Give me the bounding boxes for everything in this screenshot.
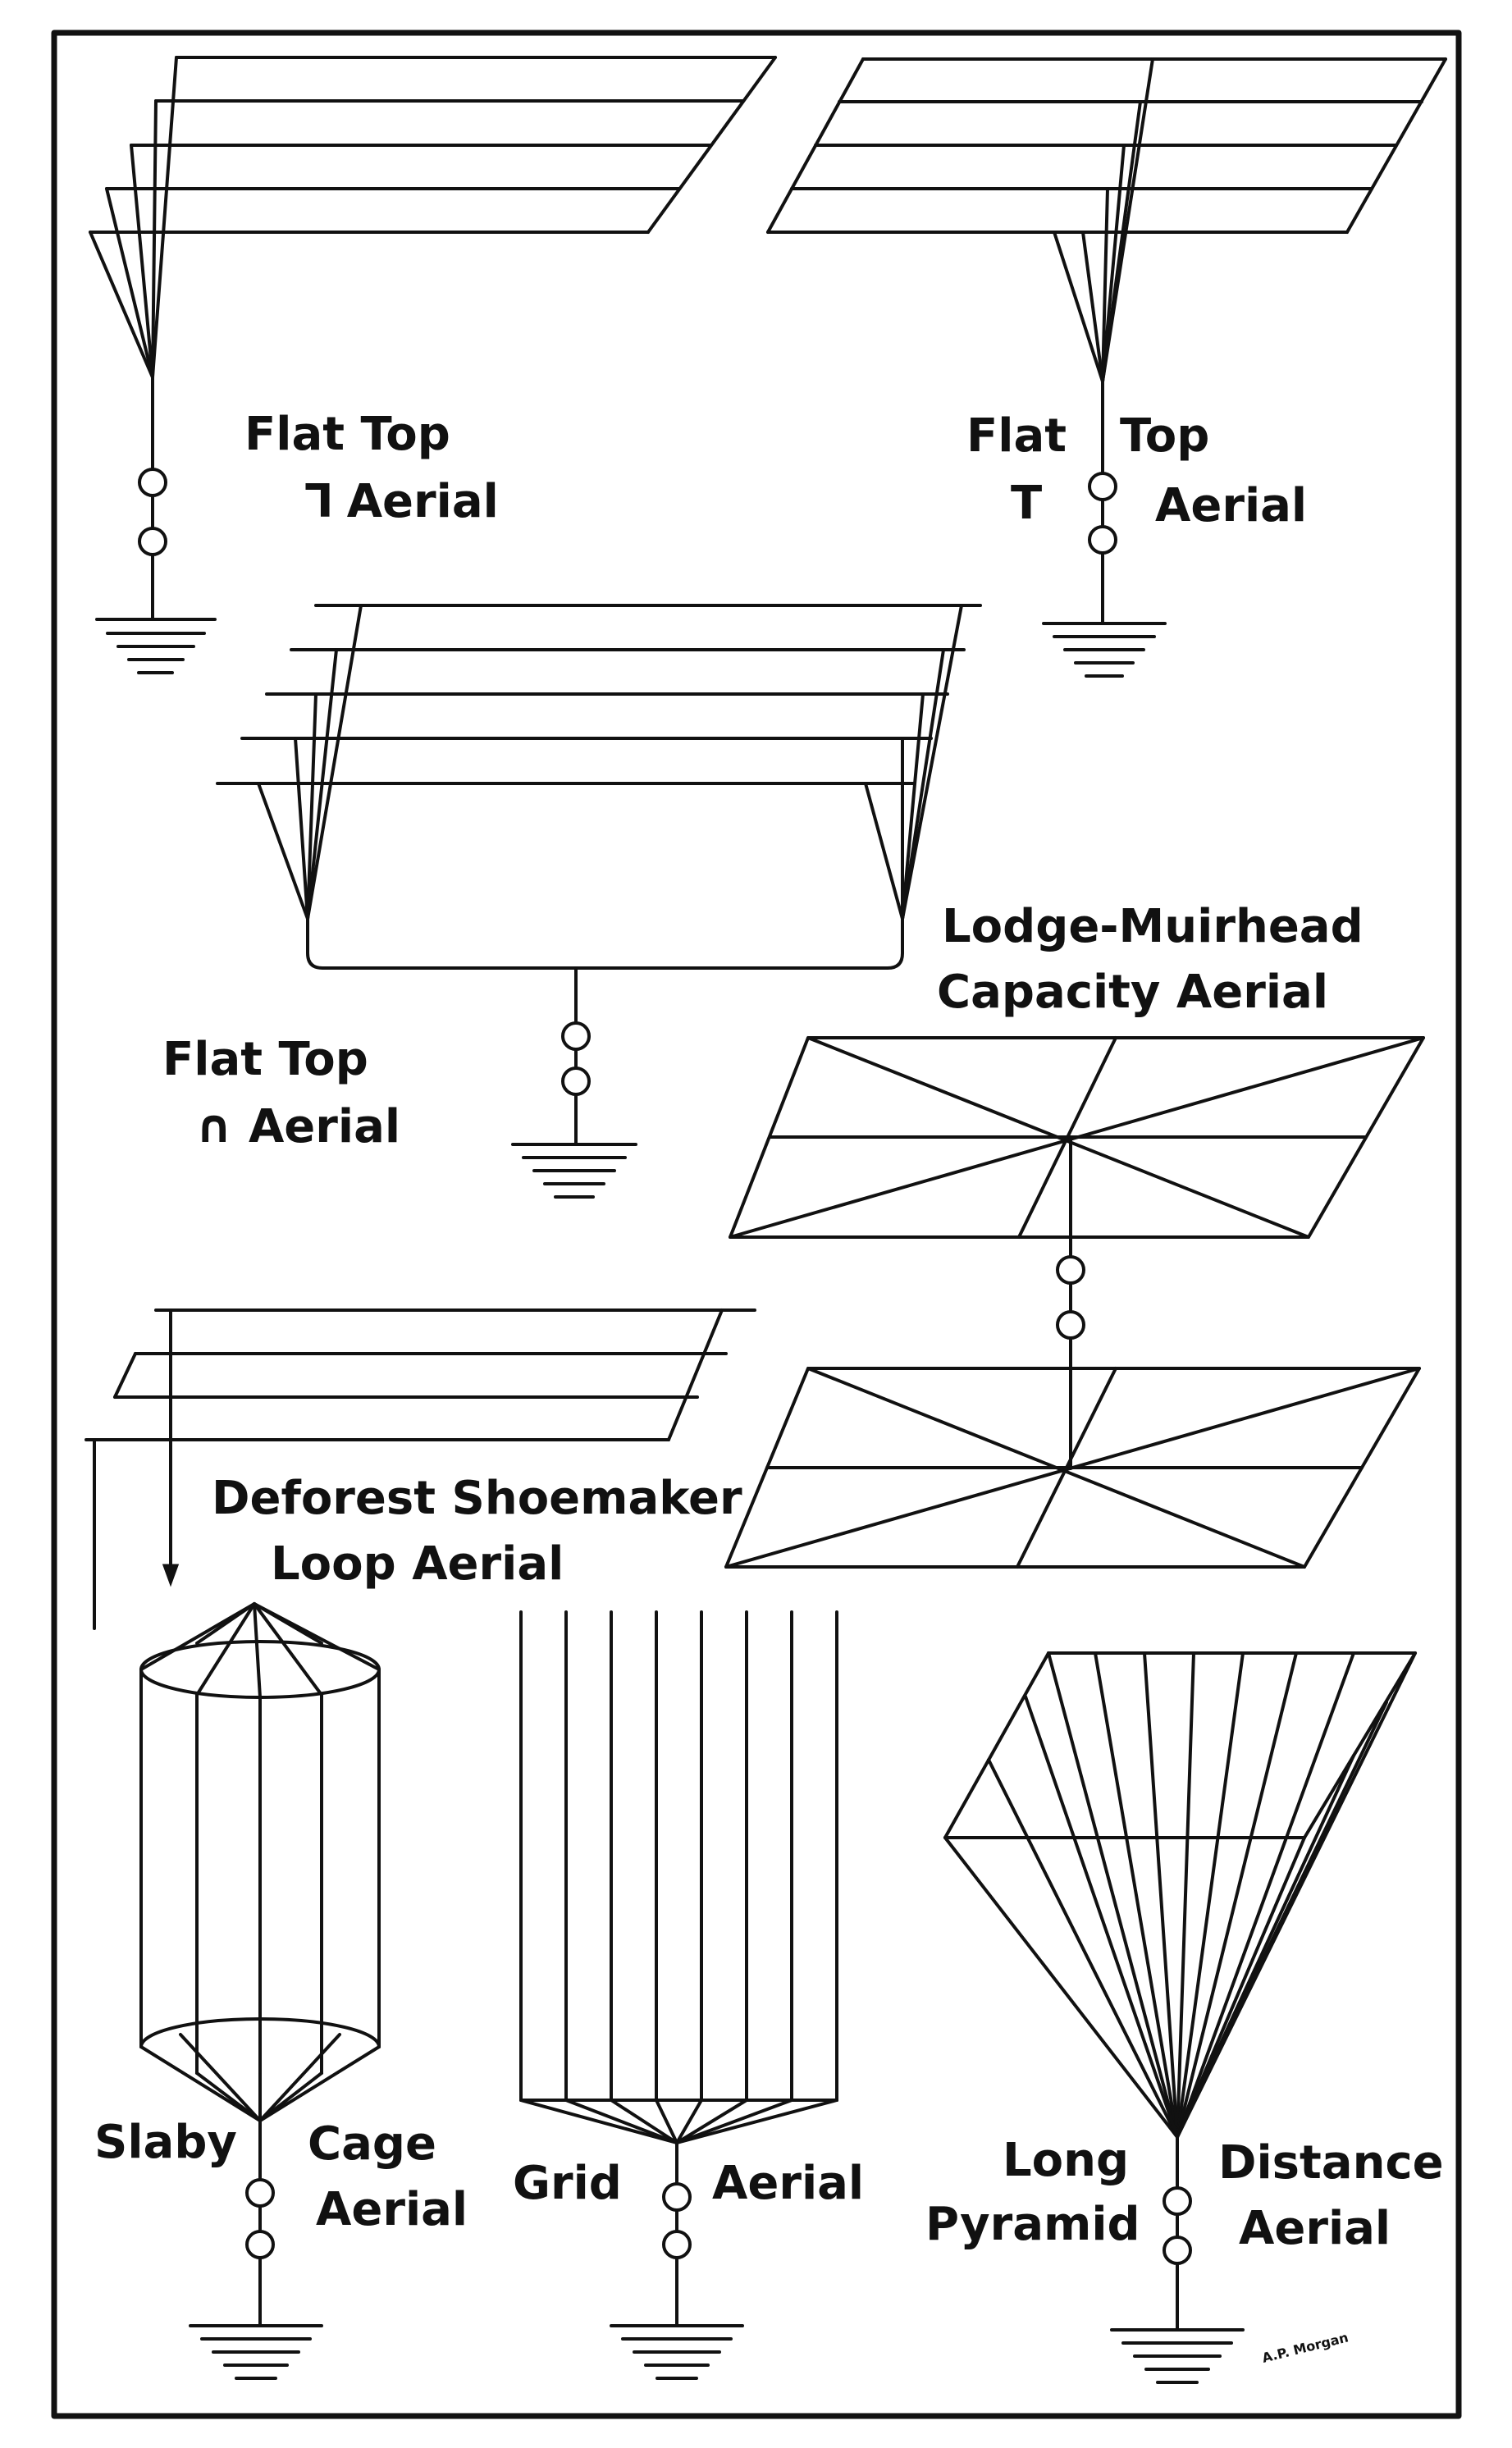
flat-top-t-label-top: Top: [1120, 409, 1209, 463]
long-distance-pyramid-aerial-drawing: [943, 1651, 1417, 2384]
lodge-muirhead-label-line2: Capacity Aerial: [937, 966, 1328, 1019]
deforest-shoemaker-label-line2: Loop Aerial: [271, 1537, 564, 1591]
lodge-muirhead-aerial-drawing: [724, 1036, 1425, 1569]
flat-top-gamma-aerial-drawing: [89, 56, 777, 674]
lodge-muirhead-label-line1: Lodge-Muirhead: [942, 900, 1364, 953]
pyramid-label-pyramid: Pyramid: [925, 2198, 1140, 2251]
pyramid-label-long: Long: [1003, 2134, 1129, 2187]
deforest-shoemaker-label-line1: Deforest Shoemaker: [212, 1472, 742, 1525]
slaby-cage-label-aerial: Aerial: [316, 2183, 468, 2236]
flat-top-t-label-t: T: [1011, 477, 1042, 530]
slaby-cage-aerial-drawing: [139, 1602, 381, 2380]
outer-frame: [51, 30, 1462, 2419]
artist-signature: A.P. Morgan: [1260, 2329, 1350, 2365]
flat-top-gamma-label-line1: Flat Top: [244, 408, 450, 461]
pyramid-label-aerial: Aerial: [1239, 2202, 1391, 2255]
flat-top-t-aerial-drawing: [766, 57, 1447, 678]
deforest-shoemaker-loop-aerial-drawing: [85, 1308, 756, 1630]
flat-top-inverted-u-label-line1: Flat Top: [162, 1033, 368, 1086]
grid-label-grid: Grid: [513, 2157, 622, 2210]
slaby-cage-label-cage: Cage: [308, 2117, 436, 2171]
grid-aerial-drawing: [519, 1610, 838, 2380]
pyramid-label-distance: Distance: [1218, 2136, 1444, 2190]
flat-top-t-label-flat: Flat: [966, 409, 1067, 463]
slaby-cage-label-slaby: Slaby: [94, 2116, 237, 2169]
flat-top-inverted-u-label-line2: ∩ Aerial: [195, 1100, 400, 1153]
flat-top-gamma-label-line2: ꓶ Aerial: [305, 475, 499, 528]
grid-label-aerial: Aerial: [712, 2157, 864, 2210]
flat-top-t-label-aerial: Aerial: [1155, 479, 1307, 532]
flat-top-inverted-u-aerial-drawing: [216, 604, 982, 1199]
